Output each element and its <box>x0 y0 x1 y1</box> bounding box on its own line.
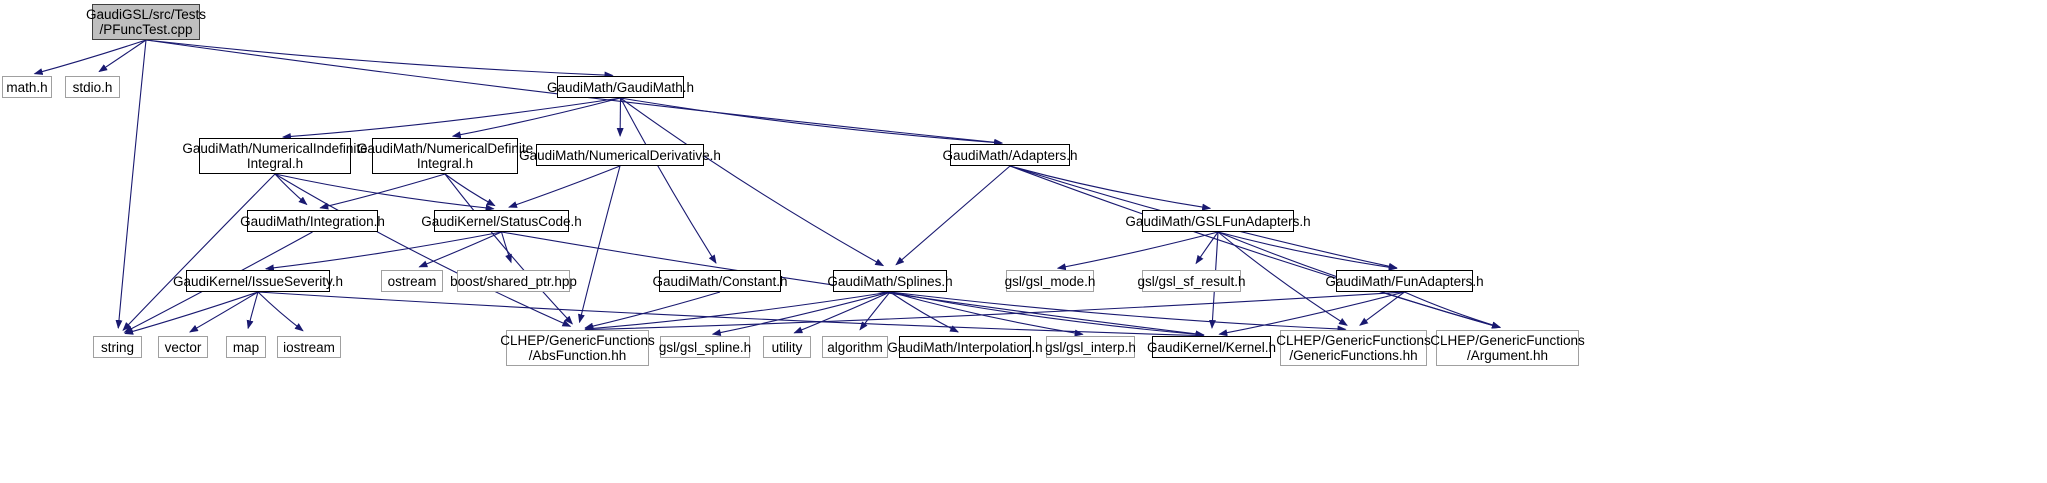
graph-node-gslsfres[interactable]: gsl/gsl_sf_result.h <box>1137 270 1246 292</box>
graph-node-integration[interactable]: GaudiMath/Integration.h <box>240 210 385 232</box>
graph-edge-gaudimath-to-numdef <box>451 97 621 139</box>
graph-edge-splines-to-genfunc <box>889 291 1347 333</box>
graph-node-gslfunad[interactable]: GaudiMath/GSLFunAdapters.h <box>1125 210 1311 232</box>
graph-edge-numderiv-to-statuscode <box>508 165 621 208</box>
graph-node-numdef[interactable]: GaudiMath/NumericalDefinite Integral.h <box>357 138 533 174</box>
graph-node-adapters[interactable]: GaudiMath/Adapters.h <box>942 144 1078 166</box>
graph-edge-statuscode-to-issuesev <box>264 231 502 272</box>
graph-node-vector[interactable]: vector <box>158 336 208 358</box>
graph-node-string[interactable]: string <box>93 336 142 358</box>
graph-edge-numindef-to-string <box>122 173 276 331</box>
graph-edge-numindef-to-integration <box>274 173 308 206</box>
graph-edge-root-to-gaudimath <box>145 39 614 79</box>
graph-edge-issuesev-to-iostream <box>257 291 304 332</box>
graph-node-interp[interactable]: GaudiMath/Interpolation.h <box>887 336 1043 358</box>
graph-node-iostream[interactable]: iostream <box>277 336 341 358</box>
graph-edge-splines-to-algorithm <box>859 291 891 331</box>
graph-edge-splines-to-kernel <box>889 291 1205 338</box>
graph-node-gslmode[interactable]: gsl/gsl_mode.h <box>1005 270 1095 292</box>
graph-edge-root-to-mathh <box>33 39 147 75</box>
graph-node-mathh[interactable]: math.h <box>2 76 52 98</box>
graph-edge-numdef-to-absfunc <box>444 173 574 325</box>
graph-edge-gslfunad-to-gslmode <box>1056 231 1219 271</box>
graph-edge-splines-to-utility <box>793 291 891 334</box>
graph-node-stdioh[interactable]: stdio.h <box>65 76 120 98</box>
graph-edge-splines-to-interp <box>889 291 959 333</box>
graph-edge-numderiv-to-absfunc <box>578 165 621 324</box>
graph-edge-statuscode-to-ostream <box>418 231 502 268</box>
graph-node-argument[interactable]: CLHEP/GenericFunctions /Argument.hh <box>1430 330 1585 366</box>
graph-node-absfunc[interactable]: CLHEP/GenericFunctions /AbsFunction.hh <box>500 330 655 366</box>
graph-node-map[interactable]: map <box>226 336 266 358</box>
graph-node-kernel[interactable]: GaudiKernel/Kernel.h <box>1147 336 1276 358</box>
graph-edge-issuesev-to-map <box>246 291 259 330</box>
graph-edge-splines-to-gslspline <box>711 291 891 336</box>
graph-edge-funad-to-argument <box>1404 291 1501 329</box>
graph-node-statuscode[interactable]: GaudiKernel/StatusCode.h <box>421 210 582 232</box>
graph-edge-numdef-to-integration <box>319 173 446 210</box>
graph-node-algorithm[interactable]: algorithm <box>822 336 888 358</box>
graph-node-gslspline[interactable]: gsl/gsl_spline.h <box>659 336 751 358</box>
graph-edge-funad-to-absfunc <box>584 291 1405 333</box>
graph-edge-gslfunad-to-funad <box>1217 231 1398 271</box>
graph-edge-constant-to-absfunc <box>584 291 721 330</box>
graph-node-boostsp[interactable]: boost/shared_ptr.hpp <box>450 270 577 292</box>
graph-edge-gaudimath-to-adapters <box>620 97 1004 146</box>
graph-edge-gslfunad-to-gslsfres <box>1195 231 1219 265</box>
graph-edge-funad-to-kernel <box>1218 291 1405 337</box>
graph-edge-adapters-to-splines <box>895 165 1011 266</box>
graph-node-root[interactable]: GaudiGSL/src/Tests /PFuncTest.cpp <box>86 4 206 40</box>
graph-edge-root-to-stdioh <box>98 39 147 73</box>
graph-node-ostream[interactable]: ostream <box>381 270 443 292</box>
graph-edge-gaudimath-to-numindef <box>281 97 621 140</box>
graph-edge-adapters-to-gslfunad <box>1009 165 1212 211</box>
graph-edge-gaudimath-to-splines <box>620 97 885 267</box>
graph-node-issuesev[interactable]: GaudiKernel/IssueSeverity.h <box>173 270 343 292</box>
graph-edge-numdef-to-statuscode <box>444 173 496 207</box>
graph-node-funad[interactable]: GaudiMath/FunAdapters.h <box>1325 270 1484 292</box>
graph-node-genfunc[interactable]: CLHEP/GenericFunctions /GenericFunctions… <box>1276 330 1431 366</box>
graph-node-splines[interactable]: GaudiMath/Splines.h <box>827 270 953 292</box>
graph-node-constant[interactable]: GaudiMath/Constant.h <box>652 270 788 292</box>
graph-edge-splines-to-absfunc <box>584 291 891 332</box>
graph-node-gaudimath[interactable]: GaudiMath/GaudiMath.h <box>547 76 694 98</box>
graph-edge-funad-to-genfunc <box>1359 291 1405 326</box>
graph-edge-statuscode-to-boostsp <box>500 231 512 264</box>
graph-edge-issuesev-to-string <box>124 291 259 335</box>
graph-edge-gslfunad-to-genfunc <box>1217 231 1348 326</box>
graph-edge-numindef-to-statuscode <box>274 173 495 212</box>
graph-edge-issuesev-to-vector <box>189 291 259 333</box>
graph-node-utility[interactable]: utility <box>763 336 811 358</box>
graph-node-numderiv[interactable]: GaudiMath/NumericalDerivative.h <box>519 144 721 166</box>
graph-edge-gaudimath-to-constant <box>620 97 717 264</box>
graph-node-numindef[interactable]: GaudiMath/NumericalIndefinite Integral.h <box>182 138 368 174</box>
graph-edge-numindef-to-absfunc <box>274 173 572 327</box>
graph-node-gslinterp[interactable]: gsl/gsl_interp.h <box>1045 336 1136 358</box>
graph-edge-root-to-string <box>115 39 147 330</box>
